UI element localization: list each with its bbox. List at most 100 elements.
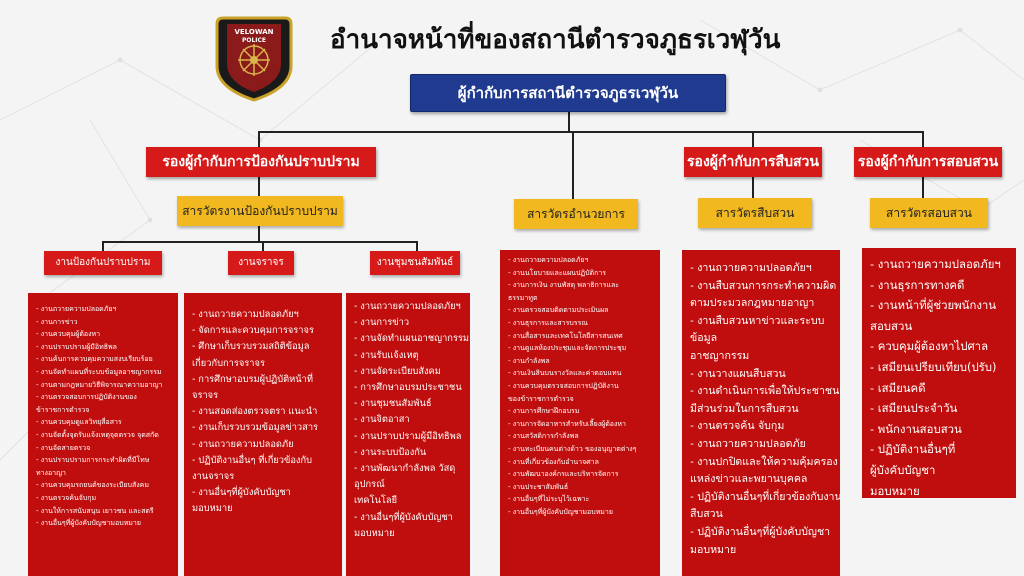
duty-item: - ศึกษาเก็บรวบรวมสถิติข้อมูล bbox=[192, 341, 310, 353]
duty-item: มีส่วนร่วมในการสืบสวน bbox=[690, 402, 799, 415]
duty-item: - งานตรวจสอบติดตามประเมินผล bbox=[508, 306, 609, 315]
community-duties-panel: - งานถวายความปลอดภัยฯ - งานการข่าว - งานจั… bbox=[346, 293, 470, 576]
police-badge-logo: VELOWAN POLICE bbox=[215, 16, 293, 102]
duty-item: - งานปราบปรามผู้มีอิทธิพล bbox=[36, 342, 117, 351]
connector-deputy1 bbox=[258, 131, 260, 147]
duty-item: - การศึกษาอบรมประชาชน bbox=[354, 382, 462, 394]
investigation-duties-panel: - งานถวายความปลอดภัยฯ - งานสืบสวนการกระทำ… bbox=[682, 250, 840, 576]
duty-item: - งานสืบสวนหาข่าวและระบบ bbox=[690, 314, 825, 327]
duty-item: - งานปราบปรามการกระทำผิดที่มีโทษ bbox=[36, 456, 150, 465]
duty-item: - งานถวายความปลอดภัยฯ bbox=[508, 256, 589, 264]
duty-item: - งานถวายความปลอดภัยฯ bbox=[354, 301, 461, 312]
duty-item: งานจราจร bbox=[192, 471, 235, 483]
duty-item: มอบหมาย bbox=[870, 483, 920, 498]
inspector-admin-box: สารวัตรอำนวยการ bbox=[514, 199, 638, 229]
duty-item: - เสมียนคดี bbox=[870, 380, 926, 395]
inspector-prevention-box: สารวัตรงานป้องกันปราบปราม bbox=[177, 196, 343, 226]
duty-item: เกี่ยวกับการจราจร bbox=[192, 357, 265, 369]
duty-item: - งานอื่นๆที่ผู้บังคับบัญชา bbox=[192, 487, 291, 499]
connector-inquiry-down bbox=[922, 176, 924, 198]
duty-item: - ปฏิบัติงานอื่นๆ ที่เกี่ยวข้องกับ bbox=[192, 454, 313, 466]
duty-item: เทคโนโลยี bbox=[354, 495, 398, 507]
duty-item: - ควบคุมผู้ต้องหาไปศาล bbox=[870, 339, 989, 354]
duty-item: - งานพัฒนากำลังพล วัสดุ bbox=[354, 463, 456, 475]
duty-item: - ปฏิบัติงานอื่นๆที่ผู้บังคับบัญชา bbox=[690, 525, 831, 538]
duty-item: - งานตรวจค้นจับกุม bbox=[36, 493, 97, 502]
duty-item: - พนักงานสอบสวน bbox=[870, 421, 962, 436]
duty-item: - งานดำเนินการเพื่อให้ประชาชน bbox=[690, 385, 840, 398]
duty-item: - งานสวัสดิการกำลังพล bbox=[508, 432, 579, 441]
duty-item: - งานถวายความปลอดภัยฯ bbox=[36, 305, 117, 313]
connector-chief-down bbox=[568, 112, 570, 132]
duty-item: - งานจิตอาสา bbox=[354, 414, 410, 426]
connector-deputy3 bbox=[922, 131, 924, 147]
duty-item: - งานตามกฎหมายวิธีพิจารณาความอาญา bbox=[36, 380, 163, 389]
connector-deputies-bar bbox=[258, 131, 924, 133]
traffic-duties-panel: - งานถวายความปลอดภัยฯ - จัดการและควบคุมกา… bbox=[184, 293, 342, 576]
deputy-investigation-box: รองผู้กำกับการสืบสวน bbox=[684, 147, 822, 177]
connector-deputy1-down bbox=[258, 176, 260, 196]
duty-item: - งานควบคุมผู้ต้องหา bbox=[36, 330, 101, 339]
duty-item: - งานดูแลห้องประชุมและจัดการประชุม bbox=[508, 344, 627, 353]
duty-item: - งานจัดตั้งจุดรับแจ้งเหตุจุดตรวจ จุดสกั… bbox=[36, 430, 159, 439]
duty-item: จราจร bbox=[192, 390, 219, 402]
duty-item: มอบหมาย bbox=[690, 543, 737, 556]
unit-prevention-box: งานป้องกันปราบปราม bbox=[44, 251, 162, 275]
duty-item: - งานสอดส่องตรวจตรา แนะนำ bbox=[192, 406, 318, 418]
duty-item: ตามประมวลกฎหมายอาญา bbox=[690, 297, 815, 310]
connector-unit2 bbox=[262, 241, 264, 251]
duty-item: - งานกำลังพล bbox=[508, 356, 550, 365]
duty-item: - งานอื่นๆที่ผู้บังคับบัญชามอบหมาย bbox=[36, 519, 141, 528]
duty-item: - งานสืบสวนการกระทำความผิด bbox=[690, 279, 837, 292]
duty-item: - งานสื่อสารและเทคโนโลยีสารสนเทศ bbox=[508, 331, 623, 340]
duty-item: - งานเก็บรวบรวมข้อมูลข่าวสาร bbox=[192, 422, 319, 434]
duty-item: - งานการข่าว bbox=[36, 317, 78, 326]
duty-item: สืบสวน bbox=[690, 508, 723, 521]
inquiry-duties-panel: - งานถวายความปลอดภัยฯ- งานธุรการทางคดี- … bbox=[862, 248, 1016, 498]
duty-item: ทางอาญา bbox=[36, 468, 66, 477]
duty-item: - งานจัดทำแผนอาชญากรรม bbox=[354, 333, 470, 345]
duty-item: - งานถวายความปลอดภัย bbox=[192, 438, 294, 450]
duty-item: - งานหน้าที่ผู้ช่วยพนักงาน bbox=[870, 298, 997, 313]
duty-item: ผู้บังคับบัญชา bbox=[870, 462, 936, 477]
duty-item: - งานถวายความปลอดภัย bbox=[690, 437, 806, 450]
deputy-inquiry-box: รองผู้กำกับการสอบสวน bbox=[854, 147, 1002, 177]
duty-item: - จัดการและควบคุมการจราจร bbox=[192, 325, 314, 337]
duty-item: แหล่งข่าวและพยานบุคคล bbox=[690, 473, 808, 486]
duty-item: - งานจัดทำแผนที่ระบบข้อมูลอาชญากรรม bbox=[36, 367, 162, 376]
duty-item: - งานตรวจสอบการปฏิบัติงานของ bbox=[36, 393, 137, 402]
duty-item: - งานอื่นๆที่ผู้บังคับบัญชา bbox=[354, 511, 453, 523]
duty-item: - เสมียนเปรียบเทียบ(ปรับ) bbox=[870, 359, 997, 374]
duty-item: - การศึกษาอบรมผู้ปฏิบัติหน้าที่ bbox=[192, 373, 314, 385]
connector-invest-down bbox=[752, 176, 754, 198]
deputy-prevention-box: รองผู้กำกับการป้องกันปราบปราม bbox=[146, 147, 376, 177]
duty-item: - งานปราบปรามผู้มีอิทธิพล bbox=[354, 430, 462, 442]
duty-item: - งานการจัดอาหารสำหรับเลี้ยงผู้ต้องหา bbox=[508, 419, 626, 428]
duty-item: - งานตรวจค้น จับกุม bbox=[690, 420, 785, 433]
connector-deputy2 bbox=[752, 131, 754, 147]
unit-traffic-box: งานจราจร bbox=[228, 251, 294, 275]
duty-item: - งานที่เกี่ยวข้องกับอำนาจศาล bbox=[508, 457, 599, 466]
connector-units-bar bbox=[102, 241, 418, 243]
unit-community-box: งานชุมชนสัมพันธ์ bbox=[370, 251, 460, 275]
duty-item: อุปกรณ์ bbox=[354, 479, 385, 491]
duty-item: - งานประชาสัมพันธ์ bbox=[508, 482, 569, 491]
prevention-duties-panel: - งานถวายความปลอดภัยฯ - งานการข่าว - งานคว… bbox=[28, 293, 178, 576]
duty-item: ของข้าราชการตำรวจ bbox=[508, 394, 574, 403]
admin-duties-panel: - งานถวายความปลอดภัยฯ- งานนโยบายและแผนปฏ… bbox=[500, 250, 660, 576]
duty-item: สอบสวน bbox=[870, 318, 913, 333]
duty-item: - งานธุรการทางคดี bbox=[870, 277, 965, 292]
duty-item: - งานเงินสินบนรางวัลและค่าตอบแทน bbox=[508, 369, 622, 378]
duty-item: มอบหมาย bbox=[354, 527, 395, 539]
duty-item: - ปฏิบัติงานอื่นๆที่เกี่ยวข้องกับงาน bbox=[690, 490, 840, 503]
duty-item: - งานการศึกษาฝึกอบรม bbox=[508, 407, 580, 416]
duty-item: - งานถวายความปลอดภัยฯ bbox=[192, 309, 299, 320]
duty-item: - งานระบบป้องกัน bbox=[354, 446, 427, 458]
duty-item: - งานรับแจ้งเหตุ bbox=[354, 349, 419, 361]
duty-item: - งานควบคุมตรวจสอบการปฏิบัติงาน bbox=[508, 381, 619, 390]
duty-item: - งานควบคุมรถยนต์ของระเบียบสังคม bbox=[36, 481, 149, 490]
duty-item: - งานถวายความปลอดภัยฯ bbox=[690, 262, 812, 274]
duty-item: - งานการข่าว bbox=[354, 317, 410, 329]
inspector-investigation-box: สารวัตรสืบสวน bbox=[698, 198, 812, 228]
duty-item: - งานปกปิดและให้ความคุ้มครอง bbox=[690, 455, 838, 468]
